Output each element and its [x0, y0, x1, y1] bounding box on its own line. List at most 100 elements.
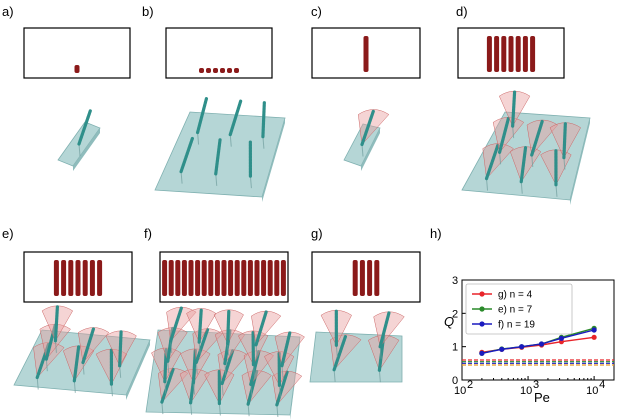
filament-shadow — [563, 157, 566, 170]
filament-shadow — [78, 143, 81, 157]
x-tick-exponent: 3 — [533, 379, 539, 391]
rod — [74, 65, 80, 73]
filament-shadow — [221, 383, 224, 396]
data-point — [558, 335, 565, 341]
filament-shadow — [198, 342, 201, 355]
filament-shadow — [190, 402, 193, 415]
rod — [241, 260, 247, 296]
legend-marker — [479, 321, 485, 327]
data-point — [538, 341, 545, 347]
filament-shadow — [229, 134, 232, 147]
filament — [81, 326, 96, 365]
filament — [195, 96, 209, 135]
filament — [163, 347, 168, 384]
filament-shadow — [197, 132, 200, 145]
filament — [246, 369, 259, 406]
panel-label: f) — [144, 226, 152, 241]
panel-g: g) — [309, 226, 421, 383]
filament — [35, 341, 51, 380]
filament — [191, 348, 197, 385]
filament — [378, 311, 391, 349]
panel-label: a) — [2, 4, 14, 19]
rod — [359, 260, 365, 296]
filament — [220, 349, 235, 386]
filament-shadow — [192, 382, 195, 395]
x-tick-label: 10 — [454, 385, 466, 397]
rod — [201, 260, 207, 296]
rod — [89, 260, 95, 296]
x-tick-label: 10 — [520, 385, 532, 397]
filament — [72, 345, 81, 383]
rod — [522, 36, 528, 72]
filament — [77, 108, 93, 146]
rod — [181, 260, 187, 296]
filament — [194, 328, 210, 364]
x-tick-exponent: 2 — [467, 379, 473, 391]
filament-shadow — [82, 362, 85, 375]
legend-marker — [479, 291, 485, 297]
filament — [360, 108, 376, 147]
rod — [213, 68, 218, 73]
rod — [162, 260, 168, 296]
y-axis-label: Q — [444, 314, 454, 329]
filament-shadow — [247, 404, 250, 417]
series-layer — [479, 325, 597, 356]
filament-shadow — [167, 361, 170, 374]
filament — [261, 101, 266, 139]
filament — [118, 330, 123, 368]
rod — [234, 68, 239, 73]
filament — [53, 305, 59, 343]
filament-shadow — [281, 365, 284, 378]
rod — [220, 68, 225, 73]
y-tick-label: 1 — [452, 342, 458, 354]
inset-box — [311, 251, 421, 303]
filament-shadow — [119, 365, 122, 378]
rod — [254, 260, 260, 296]
filament — [179, 136, 195, 174]
filament — [484, 142, 500, 181]
panel-a: a) — [2, 4, 131, 171]
rod — [374, 260, 380, 296]
rod — [363, 36, 369, 72]
filament — [332, 334, 348, 372]
rod — [494, 36, 500, 72]
plate-edge — [73, 128, 100, 171]
data-point — [591, 334, 597, 340]
filament — [197, 307, 203, 344]
panel-label: c) — [311, 4, 322, 19]
rod — [175, 260, 181, 296]
y-tick-label: 3 — [452, 275, 458, 287]
inset-box — [165, 27, 273, 79]
filament — [562, 122, 567, 160]
plate-edge — [262, 118, 285, 202]
legend: g) n = 4e) n = 7f) n = 19 — [465, 283, 573, 335]
rod — [486, 36, 492, 72]
plate-edge — [570, 118, 590, 205]
data-point — [519, 344, 525, 350]
x-axis-label: Pe — [534, 390, 550, 405]
legend-box — [465, 283, 573, 335]
rod — [228, 260, 234, 296]
legend-label: f) n = 19 — [498, 320, 535, 331]
rod — [247, 260, 253, 296]
legend-label: g) n = 4 — [498, 290, 533, 301]
data-point — [479, 350, 485, 356]
filament-shadow — [36, 377, 39, 390]
filament-shadow — [512, 126, 515, 139]
rod — [82, 260, 88, 296]
filament-shadow — [278, 385, 281, 398]
filament-shadow — [170, 340, 173, 353]
substrate-plate — [154, 111, 286, 198]
data-point — [499, 346, 505, 352]
rod — [188, 260, 194, 296]
rod — [280, 260, 286, 296]
panel-d: d) — [456, 4, 591, 205]
filament-shadow — [227, 343, 230, 356]
legend-marker — [479, 306, 485, 312]
rod — [352, 260, 358, 296]
panel-b: b) — [142, 4, 286, 202]
filament-shadow — [361, 144, 364, 157]
filament-shadow — [218, 403, 221, 416]
